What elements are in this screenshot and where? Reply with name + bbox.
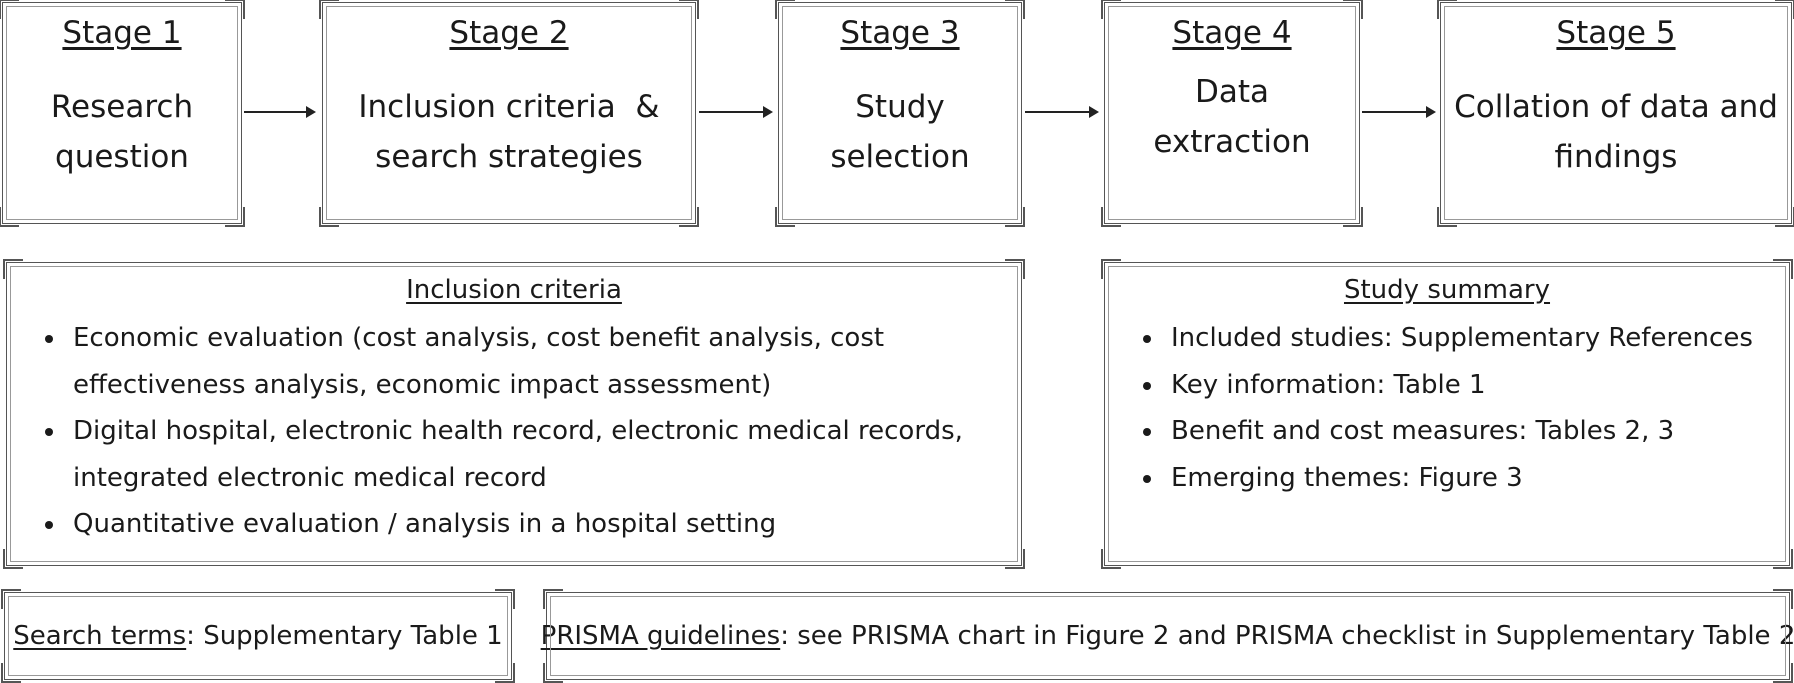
stage-4-title: Stage 4: [1172, 15, 1292, 51]
list-item: Included studies: Supplementary Referenc…: [1165, 315, 1789, 362]
inclusion-criteria-title: Inclusion criteria: [406, 275, 622, 305]
arrow-1-2: [244, 105, 316, 119]
stage-4-box: Stage 4 Data extraction: [1101, 0, 1363, 227]
list-item: Economic evaluation (cost analysis, cost…: [67, 315, 1001, 408]
stage-4-body: Data extraction: [1153, 74, 1311, 160]
stage-3-title: Stage 3: [840, 15, 960, 51]
list-item: Key information: Table 1: [1165, 362, 1789, 409]
arrow-2-3: [699, 105, 773, 119]
stage-2-body: Inclusion criteria &search strategies: [358, 89, 660, 175]
list-item: Quantitative evaluation / analysis in a …: [67, 501, 1001, 548]
prisma-guidelines-text: : see PRISMA chart in Figure 2 and PRISM…: [780, 621, 1794, 651]
list-item: Digital hospital, electronic health reco…: [67, 408, 1001, 501]
stage-5-title: Stage 5: [1556, 15, 1676, 51]
arrow-3-4: [1025, 105, 1099, 119]
prisma-guidelines-box: PRISMA guidelines: see PRISMA chart in F…: [541, 589, 1794, 683]
stage-1-title: Stage 1: [62, 15, 182, 51]
search-terms-label: Search terms: [13, 621, 187, 651]
inclusion-criteria-list: Economic evaluation (cost analysis, cost…: [7, 315, 1021, 548]
arrow-4-5: [1362, 105, 1436, 119]
study-summary-list: Included studies: Supplementary Referenc…: [1105, 315, 1789, 501]
list-item: Emerging themes: Figure 3: [1165, 455, 1789, 502]
search-terms-text: : Supplementary Table 1: [186, 621, 503, 651]
search-terms-box: Search terms: Supplementary Table 1: [1, 589, 515, 683]
stage-2-title: Stage 2: [449, 15, 569, 51]
study-summary-title: Study summary: [1343, 275, 1551, 305]
inclusion-criteria-panel: Inclusion criteria Economic evaluation (…: [3, 259, 1025, 569]
list-item: Benefit and cost measures: Tables 2, 3: [1165, 408, 1789, 455]
prisma-guidelines-label: PRISMA guidelines: [540, 621, 781, 651]
stage-2-box: Stage 2 Inclusion criteria &search strat…: [319, 0, 699, 227]
study-summary-panel: Study summary Included studies: Suppleme…: [1101, 259, 1793, 569]
